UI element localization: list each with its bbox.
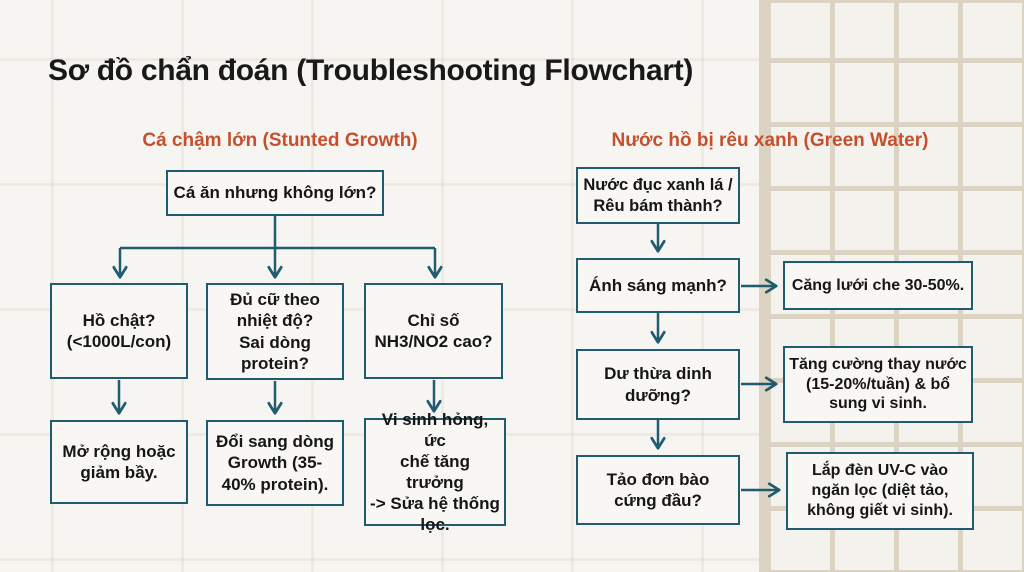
question-box: Cá ăn nhưng không lớn? — [166, 170, 384, 216]
solution-box: Đổi sang dòng Growth (35- 40% protein). — [206, 420, 344, 506]
cause-box: Chỉ số NH3/NO2 cao? — [364, 283, 503, 379]
condition-box: Ánh sáng mạnh? — [576, 258, 740, 313]
action-box: Căng lưới che 30-50%. — [783, 261, 973, 310]
stunted-growth-heading: Cá chậm lớn (Stunted Growth) — [142, 130, 418, 151]
condition-box: Dư thừa dinh dưỡng? — [576, 349, 740, 420]
solution-box: Vi sinh hỏng, ức chế tăng trưởng -> Sửa … — [364, 410, 506, 534]
cause-box: Đủ cữ theo nhiệt độ? Sai dòng protein? — [206, 283, 344, 380]
page-title: Sơ đồ chẩn đoán (Troubleshooting Flowcha… — [48, 54, 694, 87]
cause-box: Hồ chật? (<1000L/con) — [50, 283, 188, 379]
solution-box: Mở rộng hoặc giảm bầy. — [50, 420, 188, 504]
green-water-heading: Nước hồ bị rêu xanh (Green Water) — [611, 130, 929, 151]
condition-box: Tảo đơn bào cứng đầu? — [576, 455, 740, 525]
action-box: Tăng cường thay nước (15-20%/tuần) & bổ … — [783, 346, 973, 423]
action-box: Lắp đèn UV-C vào ngăn lọc (diệt tảo, khô… — [786, 452, 974, 530]
question-box: Nước đục xanh lá / Rêu bám thành? — [576, 167, 740, 224]
split-connector — [120, 216, 435, 250]
